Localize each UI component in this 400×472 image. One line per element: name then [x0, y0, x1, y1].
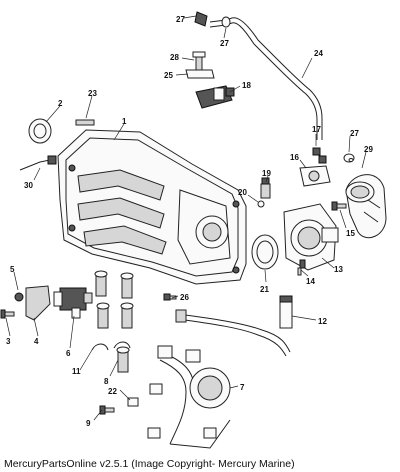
callout-12: 12 — [318, 317, 327, 326]
intake-manifold — [57, 129, 247, 285]
hose-clamp — [343, 153, 355, 163]
callout-8: 8 — [104, 377, 109, 386]
callout-4: 4 — [34, 337, 39, 346]
callout-1: 1 — [122, 117, 127, 126]
fuel-pump-harness — [147, 345, 231, 449]
callout-22: 22 — [108, 387, 117, 396]
callout-17: 17 — [312, 125, 321, 134]
callout-27a: 27 — [176, 15, 185, 24]
screw — [297, 259, 306, 276]
callout-15: 15 — [346, 229, 355, 238]
callout-20: 20 — [238, 188, 247, 197]
callout-27b: 27 — [220, 39, 229, 48]
throttle-body — [283, 203, 339, 271]
injector-clips — [91, 341, 131, 351]
callout-9: 9 — [86, 419, 91, 428]
stud — [75, 119, 95, 126]
leader-lines — [5, 15, 367, 421]
air-intake-elbow — [345, 174, 387, 239]
gasket-ring — [28, 118, 52, 144]
callout-26: 26 — [180, 293, 189, 302]
callout-21: 21 — [260, 285, 269, 294]
fuel-injectors — [94, 270, 134, 329]
callout-11: 11 — [72, 367, 81, 376]
callout-30: 30 — [24, 181, 33, 190]
callout-27c: 27 — [350, 129, 359, 138]
callout-5: 5 — [10, 265, 15, 274]
copyright-caption: MercuryPartsOnline v2.5.1 (Image Copyrig… — [4, 458, 295, 470]
bolt — [331, 201, 347, 211]
callout-6: 6 — [66, 349, 71, 358]
fuel-injector-single — [116, 346, 130, 373]
callout-28: 28 — [170, 53, 179, 62]
callout-19: 19 — [262, 169, 271, 178]
callout-3: 3 — [6, 337, 11, 346]
idle-air-control-valve — [25, 285, 93, 321]
nut-and-screw — [0, 292, 24, 319]
callout-13: 13 — [334, 265, 343, 274]
clamp-and-screw — [99, 397, 139, 415]
callout-18: 18 — [242, 81, 251, 90]
callout-24: 24 — [314, 49, 323, 58]
callout-25: 25 — [164, 71, 173, 80]
callout-labels: 27 27 24 28 25 18 2 23 1 17 27 29 16 19 … — [6, 15, 373, 428]
temperature-sender — [19, 155, 57, 171]
map-sensor-assembly — [185, 51, 235, 109]
throttle-body-gasket — [251, 234, 279, 270]
callout-2: 2 — [58, 99, 63, 108]
throttle-position-sensor — [299, 147, 331, 187]
callout-29: 29 — [364, 145, 373, 154]
callout-16: 16 — [290, 153, 299, 162]
callout-7: 7 — [240, 383, 245, 392]
vent-hose — [194, 11, 323, 140]
callout-14: 14 — [306, 277, 315, 286]
temperature-sensor — [257, 177, 271, 208]
callout-23: 23 — [88, 89, 97, 98]
wire-harness — [175, 295, 293, 357]
